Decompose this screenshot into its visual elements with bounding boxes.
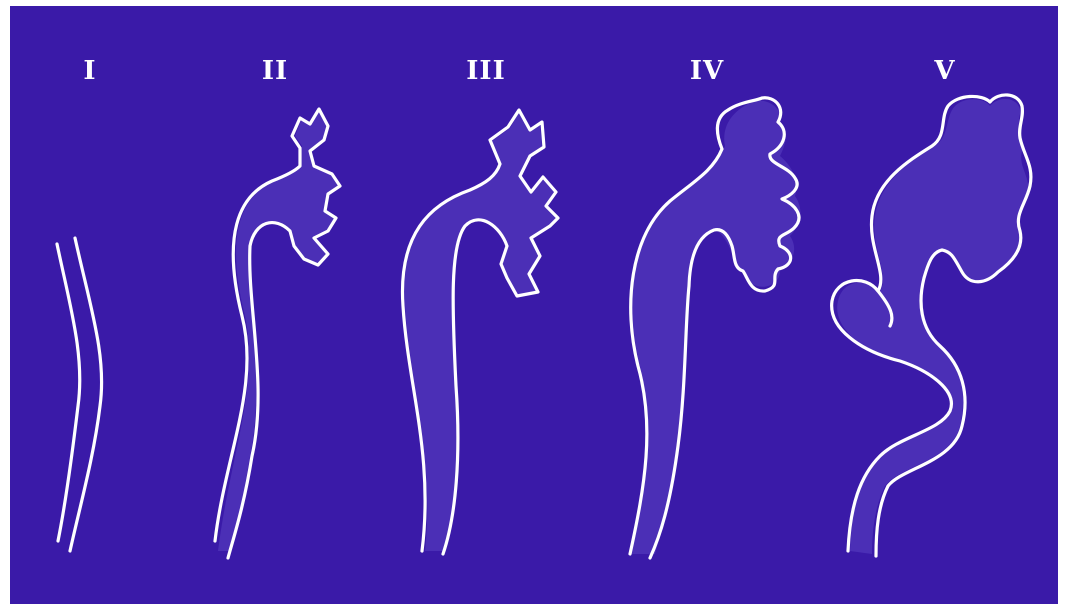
stage-label-4: IV [689, 56, 725, 86]
stage-label-3: III [466, 56, 506, 86]
stage-label-2: II [261, 56, 289, 86]
stage-4-bud [628, 96, 801, 560]
stage-label-5: V [934, 56, 956, 86]
stage-1-tube [55, 236, 104, 553]
stage-3-bud [400, 108, 560, 556]
figure-panel: I II III IV V [10, 6, 1058, 604]
stage-2-bud [213, 107, 342, 560]
stage-label-1: I [83, 56, 97, 86]
stage-5-bud [830, 93, 1033, 558]
stages-drawing [55, 93, 1033, 560]
